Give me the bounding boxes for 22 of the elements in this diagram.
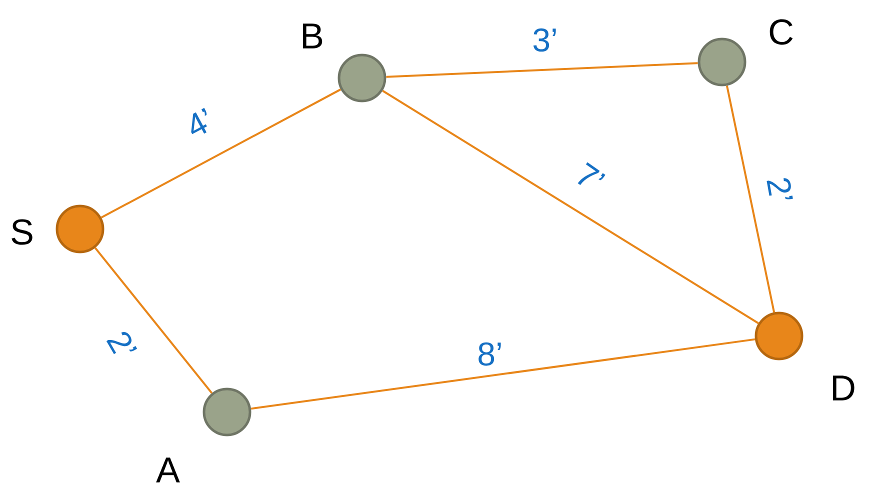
node-label: D	[832, 376, 854, 400]
edge-line	[382, 90, 759, 324]
edge-label: 3’	[533, 28, 556, 52]
edge-label: 8’	[478, 342, 501, 366]
node-label: S	[12, 219, 32, 245]
edge-label: 4’	[191, 108, 207, 134]
graph-node: A	[156, 388, 252, 482]
graph-node: B	[302, 24, 386, 102]
graph-node: C	[698, 19, 793, 86]
edge-label: 7’	[578, 162, 606, 186]
edge-label: 2’	[106, 332, 138, 354]
edge-label: 2’	[766, 178, 793, 200]
node-label: A	[156, 458, 180, 482]
graph-node: S	[12, 204, 104, 254]
node-label: B	[302, 24, 322, 48]
graph-node: D	[754, 312, 854, 400]
node-label: C	[770, 19, 793, 45]
edge-line	[386, 62, 698, 78]
edge-line	[100, 88, 342, 218]
edge-line	[726, 86, 776, 312]
edge-line	[250, 338, 756, 410]
edge-line	[94, 247, 213, 394]
